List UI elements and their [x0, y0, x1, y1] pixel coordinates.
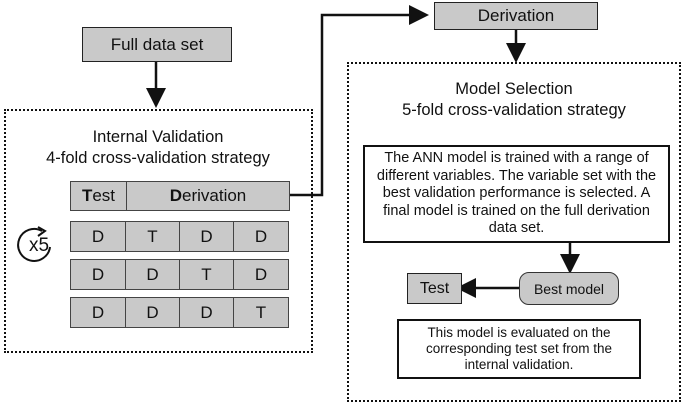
- internal-validation-subtitle: 4-fold cross-validation strategy: [46, 149, 270, 167]
- model-selection-panel: [347, 62, 681, 402]
- cell: D: [70, 297, 126, 328]
- header-derivation-rest: erivation: [182, 186, 247, 205]
- cell: D: [70, 259, 126, 290]
- test-box: Test: [407, 273, 462, 304]
- cell: D: [179, 297, 234, 328]
- cell: D: [125, 297, 180, 328]
- repeat-count-label: x5: [28, 235, 50, 256]
- evaluation-text: This model is evaluated on the correspon…: [425, 325, 613, 372]
- cell: D: [233, 221, 289, 252]
- cell: T: [125, 221, 180, 252]
- cell: D: [125, 259, 180, 290]
- internal-validation-panel: [4, 109, 313, 353]
- model-selection-heading: Model Selection 5-fold cross-validation …: [350, 79, 678, 121]
- row-3: D D D T: [70, 297, 289, 328]
- derivation-top-box: Derivation: [434, 2, 598, 30]
- header-derivation-initial: D: [169, 186, 182, 205]
- circular-arrow-icon: [16, 225, 56, 265]
- cell: D: [179, 221, 234, 252]
- header-test-rest: est: [92, 186, 116, 205]
- cell: D: [70, 221, 126, 252]
- arrow-derivation-to-top: [290, 5, 429, 197]
- derivation-top-label: Derivation: [477, 6, 555, 25]
- evaluation-box: This model is evaluated on the correspon…: [397, 319, 641, 379]
- full-data-set-label: Full data set: [110, 34, 204, 54]
- best-model-box: Best model: [519, 272, 619, 305]
- best-model-label: Best model: [533, 280, 605, 297]
- internal-validation-title: Internal Validation: [92, 128, 224, 146]
- cell: T: [179, 259, 234, 290]
- internal-validation-heading: Internal Validation 4-fold cross-validat…: [8, 127, 308, 169]
- test-label: Test: [419, 279, 450, 297]
- cell: D: [233, 259, 289, 290]
- model-selection-title: Model Selection: [455, 80, 573, 98]
- header-test-cell: Test: [70, 181, 127, 211]
- model-selection-subtitle: 5-fold cross-validation strategy: [402, 101, 626, 119]
- cell: T: [233, 297, 289, 328]
- full-data-set-box: Full data set: [82, 27, 232, 62]
- row-2: D D T D: [70, 259, 289, 290]
- row-1: D T D D: [70, 221, 289, 252]
- model-description-box: The ANN model is trained with a range of…: [363, 145, 670, 243]
- model-description-text: The ANN model is trained with a range of…: [376, 150, 657, 237]
- header-derivation-cell: Derivation: [126, 181, 290, 211]
- header-test-initial: T: [81, 186, 93, 205]
